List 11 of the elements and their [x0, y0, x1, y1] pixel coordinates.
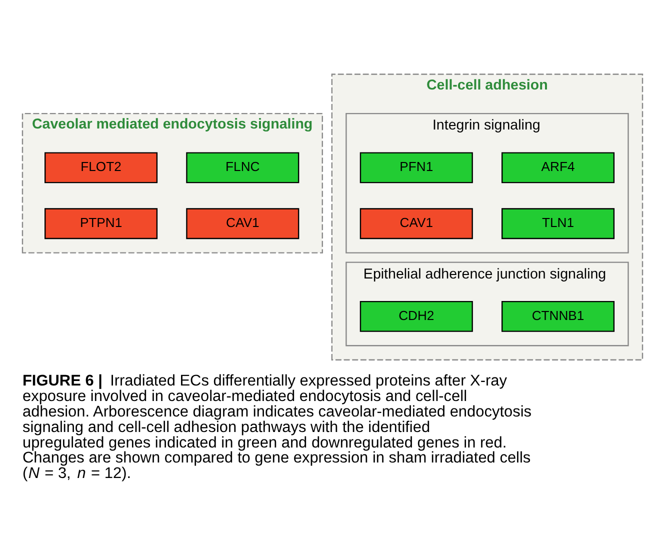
node-box: TLN1	[501, 208, 615, 240]
node-box: CAV1	[186, 208, 300, 240]
node-box: PFN1	[360, 152, 473, 184]
node-box: FLOT2	[44, 152, 158, 184]
node-box: PTPN1	[44, 208, 158, 240]
caption: FIGURE 6 | Irradiated ECs differentially expressed proteins after X-ray exposure involved in caveolar-mediated endocytosis and cell-cell adhesion. Arborescence diagram indicates caveolar-mediated endocytosis signaling and cell-cell adhesion pathways with the identified upregulated genes indicated in green and downregulated genes in red. Changes are shown compared to gene expression in sham irradiated cells (N = 3, n = 12).	[22, 372, 532, 482]
node-box: FLNC	[186, 152, 300, 184]
node-box: CTNNB1	[501, 300, 615, 332]
node-box: CAV1	[360, 208, 473, 240]
node-box: CDH2	[360, 300, 473, 332]
node-box: ARF4	[501, 152, 615, 184]
